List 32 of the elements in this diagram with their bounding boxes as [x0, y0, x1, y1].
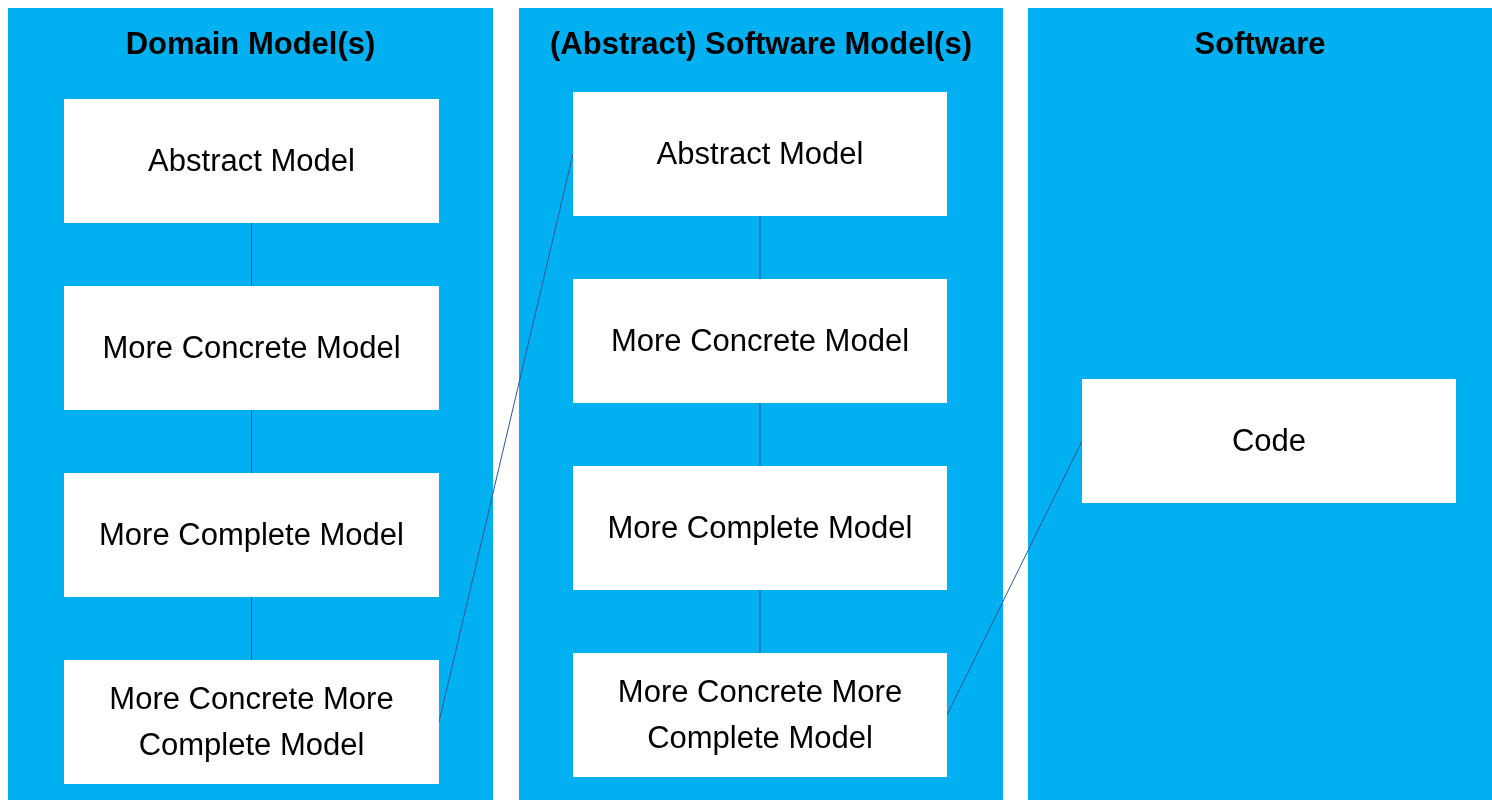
connector-line	[251, 596, 252, 661]
box-label: More Concrete Model	[610, 321, 910, 360]
box-label: More Complete Model	[607, 508, 913, 547]
box-label: More Concrete More Complete Model	[616, 672, 904, 757]
model-box	[64, 99, 439, 223]
connector-line	[251, 222, 252, 287]
model-box	[64, 473, 439, 597]
model-box	[573, 279, 947, 403]
box-label: More Complete Model	[99, 515, 404, 554]
connector-line	[946, 440, 1083, 716]
box-label: Abstract Model	[148, 141, 355, 180]
column-heading: Software	[1194, 26, 1326, 62]
model-box	[1082, 379, 1456, 503]
model-box	[573, 92, 947, 216]
model-box	[573, 653, 947, 777]
box-label: More Concrete More Complete Model	[108, 679, 395, 764]
connector-line	[759, 589, 761, 654]
column-heading: (Abstract) Software Model(s)	[550, 26, 972, 62]
box-label: Code	[1231, 421, 1307, 460]
box-label: Abstract Model	[656, 134, 864, 173]
column-heading: Domain Model(s)	[125, 26, 376, 62]
column-panel	[519, 8, 1003, 800]
model-box	[573, 466, 947, 590]
box-label: More Concrete Model	[102, 328, 401, 367]
model-box	[64, 660, 439, 784]
column-panel	[1028, 8, 1492, 800]
model-box	[64, 286, 439, 410]
connector-line	[759, 402, 761, 467]
connector-line	[251, 409, 252, 474]
connector-line	[438, 153, 574, 723]
column-panel	[8, 8, 493, 800]
connector-line	[759, 215, 761, 280]
